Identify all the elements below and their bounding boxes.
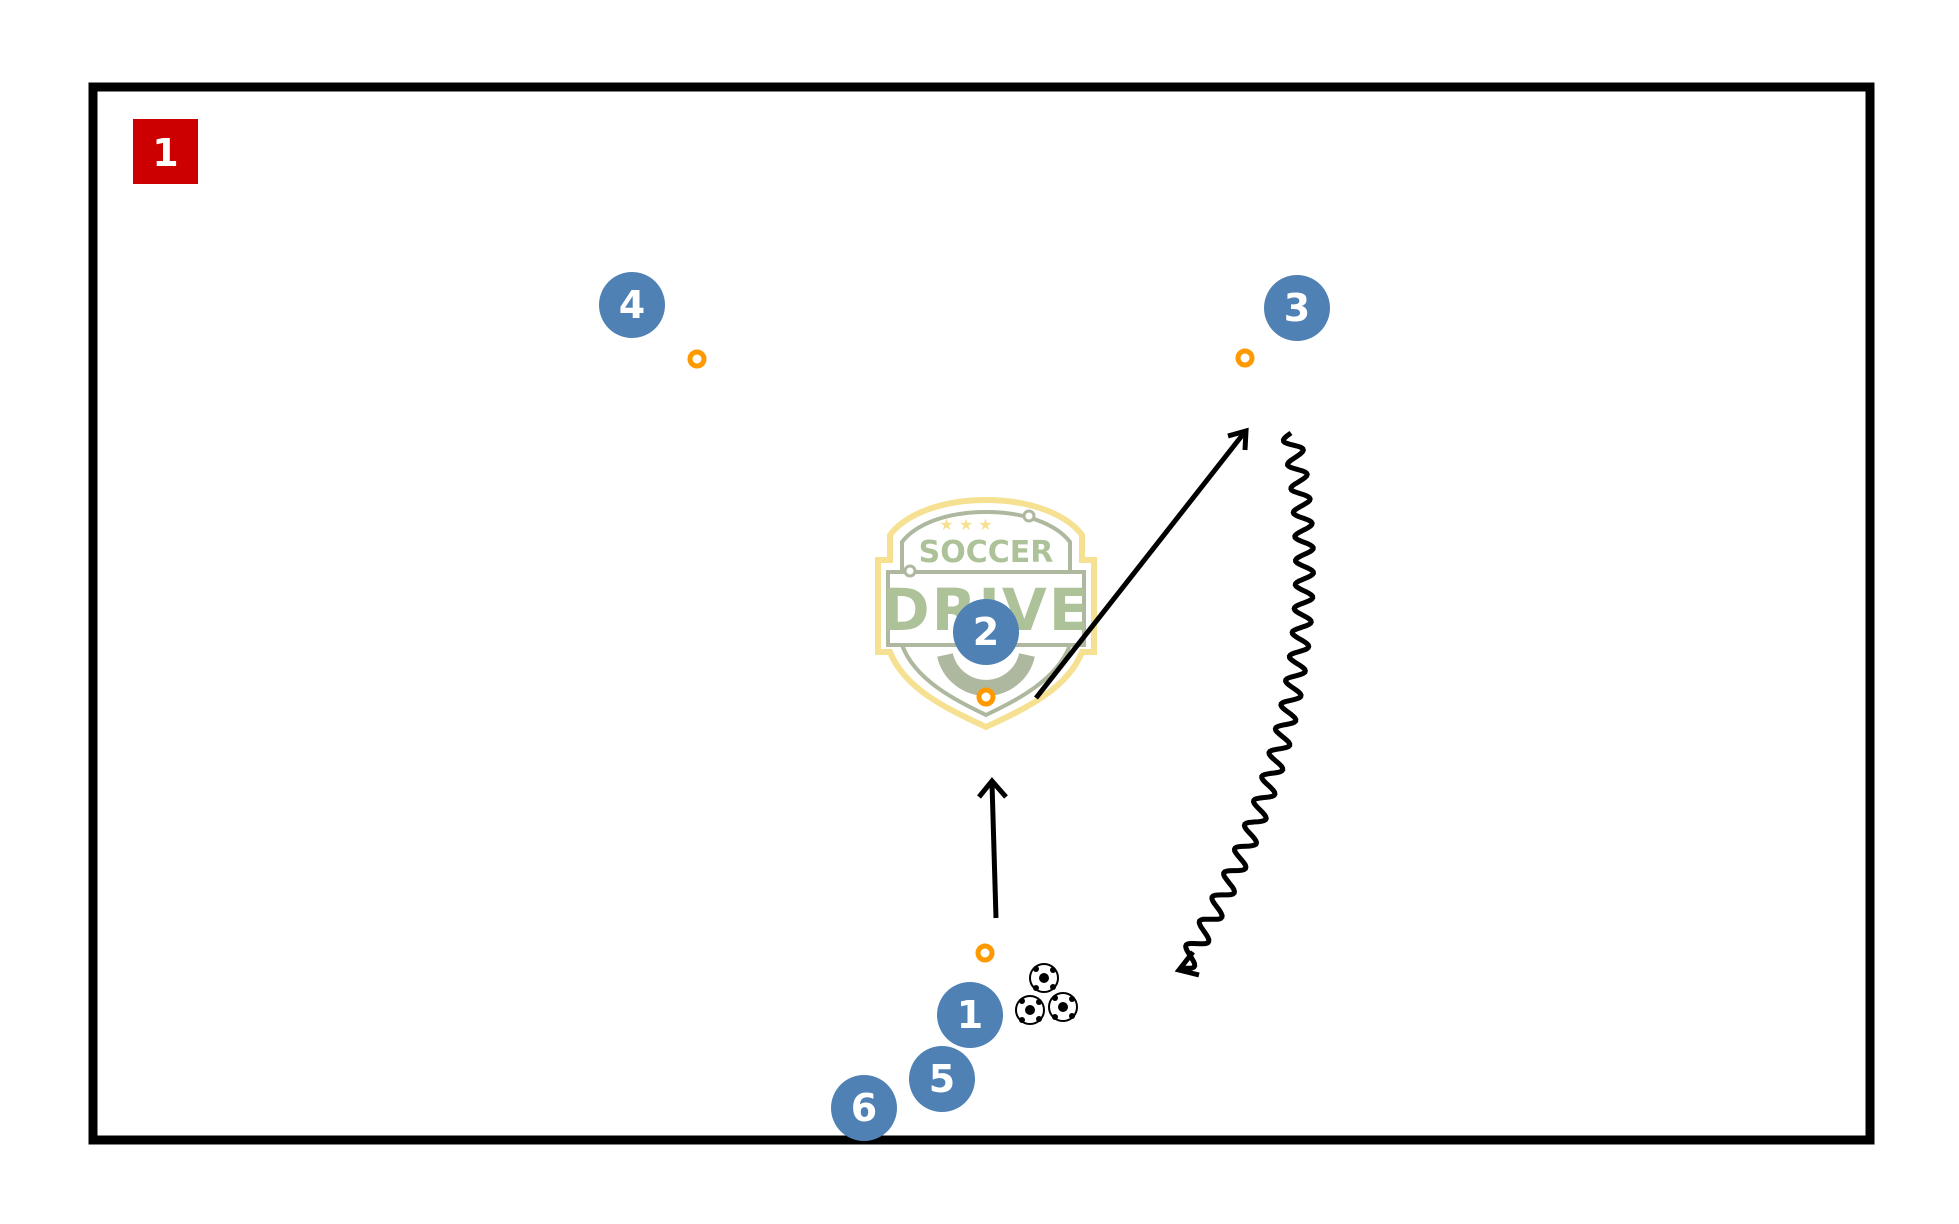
player-1[interactable]: 1 [937, 982, 1003, 1048]
cone [1235, 348, 1255, 368]
player-2[interactable]: 2 [953, 599, 1019, 665]
player-4[interactable]: 4 [599, 272, 665, 338]
soccer-ball-icon [1048, 992, 1078, 1022]
cone [976, 687, 996, 707]
dribble-arrow [1174, 430, 1316, 978]
run-arrow [1034, 427, 1249, 700]
svg-text:5: 5 [929, 1057, 955, 1101]
cones [687, 348, 1255, 963]
cone [975, 943, 995, 963]
svg-text:★ ★ ★: ★ ★ ★ [939, 515, 992, 534]
logo-top-text: SOCCER [919, 535, 1054, 570]
svg-text:2: 2 [973, 610, 999, 654]
svg-text:3: 3 [1284, 286, 1310, 330]
soccer-ball-icon [1029, 963, 1059, 993]
player-6[interactable]: 6 [831, 1075, 897, 1141]
cone [687, 349, 707, 369]
player-5[interactable]: 5 [909, 1046, 975, 1112]
drill-number-badge: 1 [133, 119, 198, 184]
player-3[interactable]: 3 [1264, 275, 1330, 341]
soccer-ball-icon [1015, 995, 1045, 1025]
svg-text:4: 4 [619, 283, 645, 327]
drill-number: 1 [152, 131, 178, 175]
svg-text:1: 1 [957, 993, 983, 1037]
svg-text:6: 6 [851, 1086, 877, 1130]
balls [1015, 963, 1078, 1025]
soccer-drive-logo: ★ ★ ★ SOCCER DRIVE [875, 496, 1097, 731]
pass-arrow [977, 777, 1008, 919]
